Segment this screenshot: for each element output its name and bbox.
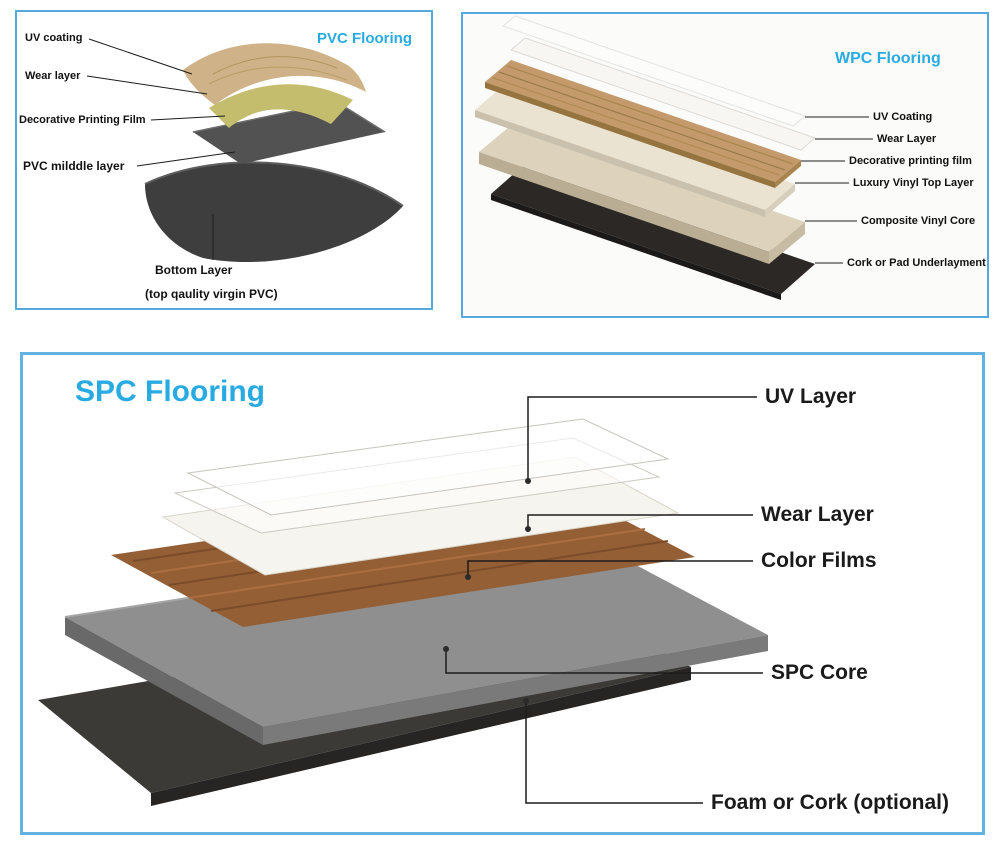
wpc-title: WPC Flooring xyxy=(835,50,941,67)
wpc-label-wear-layer: Wear Layer xyxy=(877,133,937,145)
wpc-label-printing-film: Decorative printing film xyxy=(849,155,972,167)
spc-label-spc-core: SPC Core xyxy=(771,661,868,684)
pvc-title: PVC Flooring xyxy=(317,30,412,47)
wpc-luxury-layer-shape xyxy=(475,84,795,210)
wpc-leader-lines xyxy=(795,116,873,264)
spc-title: SPC Flooring xyxy=(75,375,265,408)
wpc-label-uv-coating: UV Coating xyxy=(873,111,933,123)
pvc-label-bottom-sub: (top qaulity virgin PVC) xyxy=(145,287,278,301)
pvc-bottom-layer-shape xyxy=(145,162,403,263)
spc-label-uv-layer: UV Layer xyxy=(765,385,857,408)
pvc-top-layer-shape xyxy=(183,43,366,105)
wpc-diagram xyxy=(463,14,987,316)
pvc-label-decorative-film: Decorative Printing Film xyxy=(19,114,146,126)
pvc-label-bottom-layer: Bottom Layer xyxy=(155,263,233,277)
wpc-uv-layer-shape xyxy=(501,15,807,127)
pvc-panel: PVC Flooring UV coating Wear layer Decor… xyxy=(15,10,433,310)
wpc-core-layer-shape xyxy=(479,122,805,252)
spc-core-layer-shape xyxy=(65,537,768,727)
pvc-film-layer-shape xyxy=(209,84,353,128)
spc-panel: SPC Flooring UV Layer Wear Layer Color F… xyxy=(20,352,985,835)
spc-leader-dots xyxy=(443,478,531,704)
wpc-label-composite-core: Composite Vinyl Core xyxy=(861,215,976,227)
wpc-wear-layer-shape xyxy=(510,37,816,151)
wpc-label-cork-underlayment: Cork or Pad Underlayment xyxy=(847,257,986,269)
pvc-diagram xyxy=(86,38,404,263)
spc-label-wear-layer: Wear Layer xyxy=(761,503,874,526)
pvc-label-middle-layer: PVC milddle layer xyxy=(23,159,125,173)
spc-diagram xyxy=(38,396,768,806)
wpc-panel: WPC Flooring UV Coating Wear Layer Decor… xyxy=(461,12,989,318)
pvc-label-uv-coating: UV coating xyxy=(25,32,83,44)
pvc-label-wear-layer: Wear layer xyxy=(25,70,81,82)
wpc-cork-layer-shape xyxy=(491,164,815,294)
spc-leader-lines xyxy=(445,396,763,804)
wpc-label-luxury-top: Luxury Vinyl Top Layer xyxy=(853,177,974,189)
spc-label-foam-cork: Foam or Cork (optional) xyxy=(711,791,949,814)
spc-label-color-films: Color Films xyxy=(761,549,877,572)
pvc-leader-lines xyxy=(86,38,236,260)
pvc-middle-layer-shape xyxy=(193,102,385,164)
